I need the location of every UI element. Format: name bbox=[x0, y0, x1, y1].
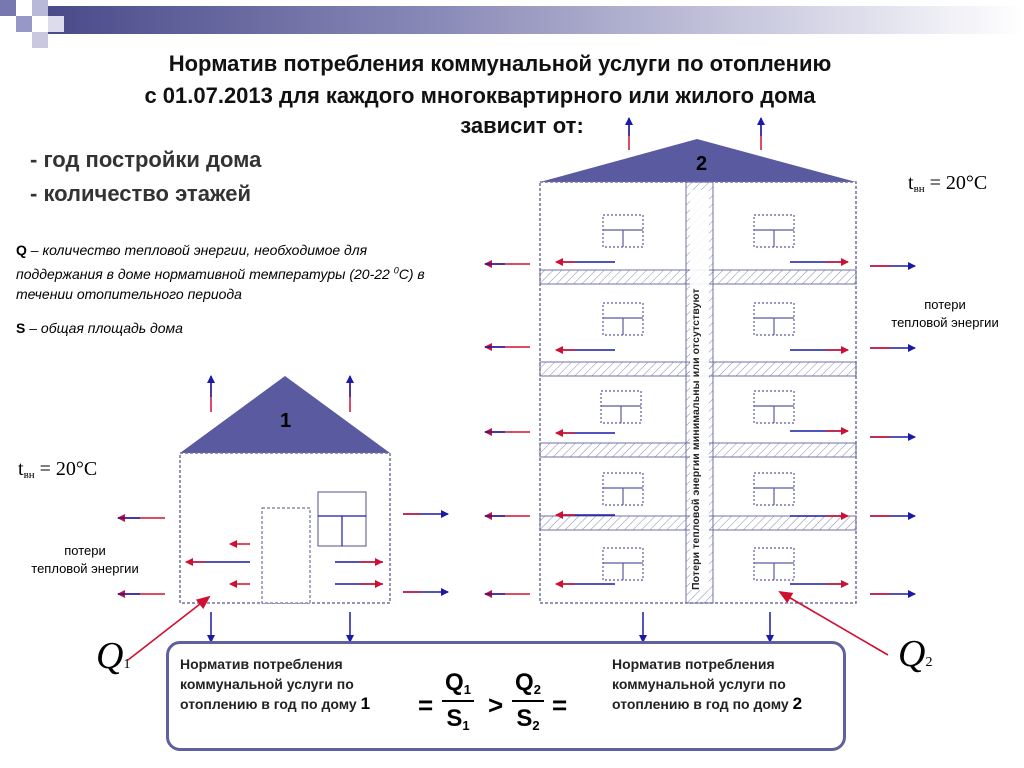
q-subscript: 1 bbox=[123, 657, 131, 672]
house-2-loss-label: потери тепловой энергии bbox=[880, 296, 1010, 332]
title-line-2: с 01.07.2013 для каждого многоквартирног… bbox=[144, 83, 816, 108]
denominator-letter: S bbox=[516, 705, 533, 732]
temp-symbol: t bbox=[908, 172, 914, 194]
fraction-bar bbox=[512, 700, 544, 702]
loss-label-line: потери bbox=[64, 543, 106, 558]
norm-house-1-text: Норматив потребления коммунальной услуги… bbox=[180, 654, 400, 714]
house-1-window bbox=[317, 491, 367, 547]
house-2-number: 2 bbox=[696, 153, 708, 175]
definitions-block: Q – количество тепловой энергии, необход… bbox=[16, 240, 456, 338]
numerator-subscript: 1 bbox=[463, 682, 471, 697]
q-subscript: 2 bbox=[925, 655, 933, 670]
numerator-letter: Q bbox=[445, 669, 464, 696]
q-symbol: Q bbox=[16, 242, 27, 258]
house-2-roof bbox=[540, 139, 856, 182]
riser-label: Потери тепловой энергии минимальны или о… bbox=[690, 288, 702, 590]
title-line-3: зависит от: bbox=[460, 113, 584, 138]
definition-s: S – общая площадь дома bbox=[16, 318, 456, 338]
fraction-numerator: Q1 bbox=[438, 668, 478, 698]
fraction-q1-s1: Q1 S1 bbox=[438, 668, 478, 734]
title-line-1: Норматив потребления коммунальной услуги… bbox=[168, 51, 832, 76]
s-definition-text: – общая площадь дома bbox=[25, 319, 183, 336]
q-letter: Q bbox=[96, 635, 124, 677]
denominator-letter: S bbox=[446, 705, 463, 732]
corner-squares-decoration bbox=[0, 0, 64, 48]
denominator-subscript: 2 bbox=[532, 718, 540, 733]
numerator-subscript: 2 bbox=[533, 682, 541, 697]
temp-symbol: t bbox=[18, 458, 24, 480]
factor-item: - год постройки дома bbox=[30, 147, 262, 172]
fraction-denominator: S2 bbox=[508, 704, 548, 734]
equals-sign-1: = bbox=[418, 690, 434, 720]
s-symbol: S bbox=[16, 319, 26, 336]
denominator-subscript: 1 bbox=[462, 718, 470, 733]
fraction-q2-s2: Q2 S2 bbox=[508, 668, 548, 734]
factor-item: - количество этажей bbox=[30, 181, 251, 206]
fraction-denominator: S1 bbox=[438, 704, 478, 734]
loss-label-line: потери bbox=[924, 297, 966, 312]
fraction-numerator: Q2 bbox=[508, 668, 548, 698]
q-definition-text-end: С) в течении отопительного периода bbox=[16, 265, 425, 302]
temp-value: = 20°C bbox=[34, 458, 98, 480]
house-2-temperature: tвн = 20°C bbox=[908, 172, 987, 195]
norm-right-caption: Норматив потребления коммунальной услуги… bbox=[612, 656, 793, 712]
norm-right-number: 2 bbox=[792, 694, 803, 713]
numerator-letter: Q bbox=[515, 669, 534, 696]
header-gradient-bar bbox=[48, 6, 1024, 34]
temp-subscript: вн bbox=[913, 183, 925, 195]
degree-superscript: 0 bbox=[393, 265, 399, 275]
fraction-bar bbox=[442, 700, 474, 702]
house-1-number: 1 bbox=[280, 410, 292, 432]
q1-label: Q1 bbox=[96, 634, 130, 678]
loss-label-line: тепловой энергии bbox=[891, 315, 999, 330]
greater-than-sign: > bbox=[488, 690, 504, 720]
house-1-loss-label: потери тепловой энергии bbox=[20, 542, 150, 578]
house-2 bbox=[484, 117, 916, 656]
loss-label-line: тепловой энергии bbox=[31, 561, 139, 576]
q-letter: Q bbox=[898, 633, 926, 675]
definition-q: Q – количество тепловой энергии, необход… bbox=[16, 240, 456, 304]
house-1-door bbox=[261, 507, 311, 604]
norm-house-2-text: Норматив потребления коммунальной услуги… bbox=[612, 654, 832, 714]
q-definition-text: – количество тепловой энергии, необходим… bbox=[16, 242, 394, 282]
house-2-windows bbox=[600, 214, 795, 581]
q2-label: Q2 bbox=[898, 632, 932, 676]
norm-comparison-box bbox=[166, 641, 846, 751]
house-1-temperature: tвн = 20°C bbox=[18, 458, 97, 481]
temp-subscript: вн bbox=[23, 469, 35, 481]
norm-left-caption: Норматив потребления коммунальной услуги… bbox=[180, 656, 361, 712]
norm-left-number: 1 bbox=[360, 694, 371, 713]
house-1 bbox=[117, 375, 449, 661]
equals-sign-2: = bbox=[552, 690, 568, 720]
temp-value: = 20°C bbox=[924, 172, 988, 194]
house-1-roof bbox=[180, 376, 390, 453]
factors-list: - год постройки дома - количество этажей bbox=[30, 143, 261, 211]
